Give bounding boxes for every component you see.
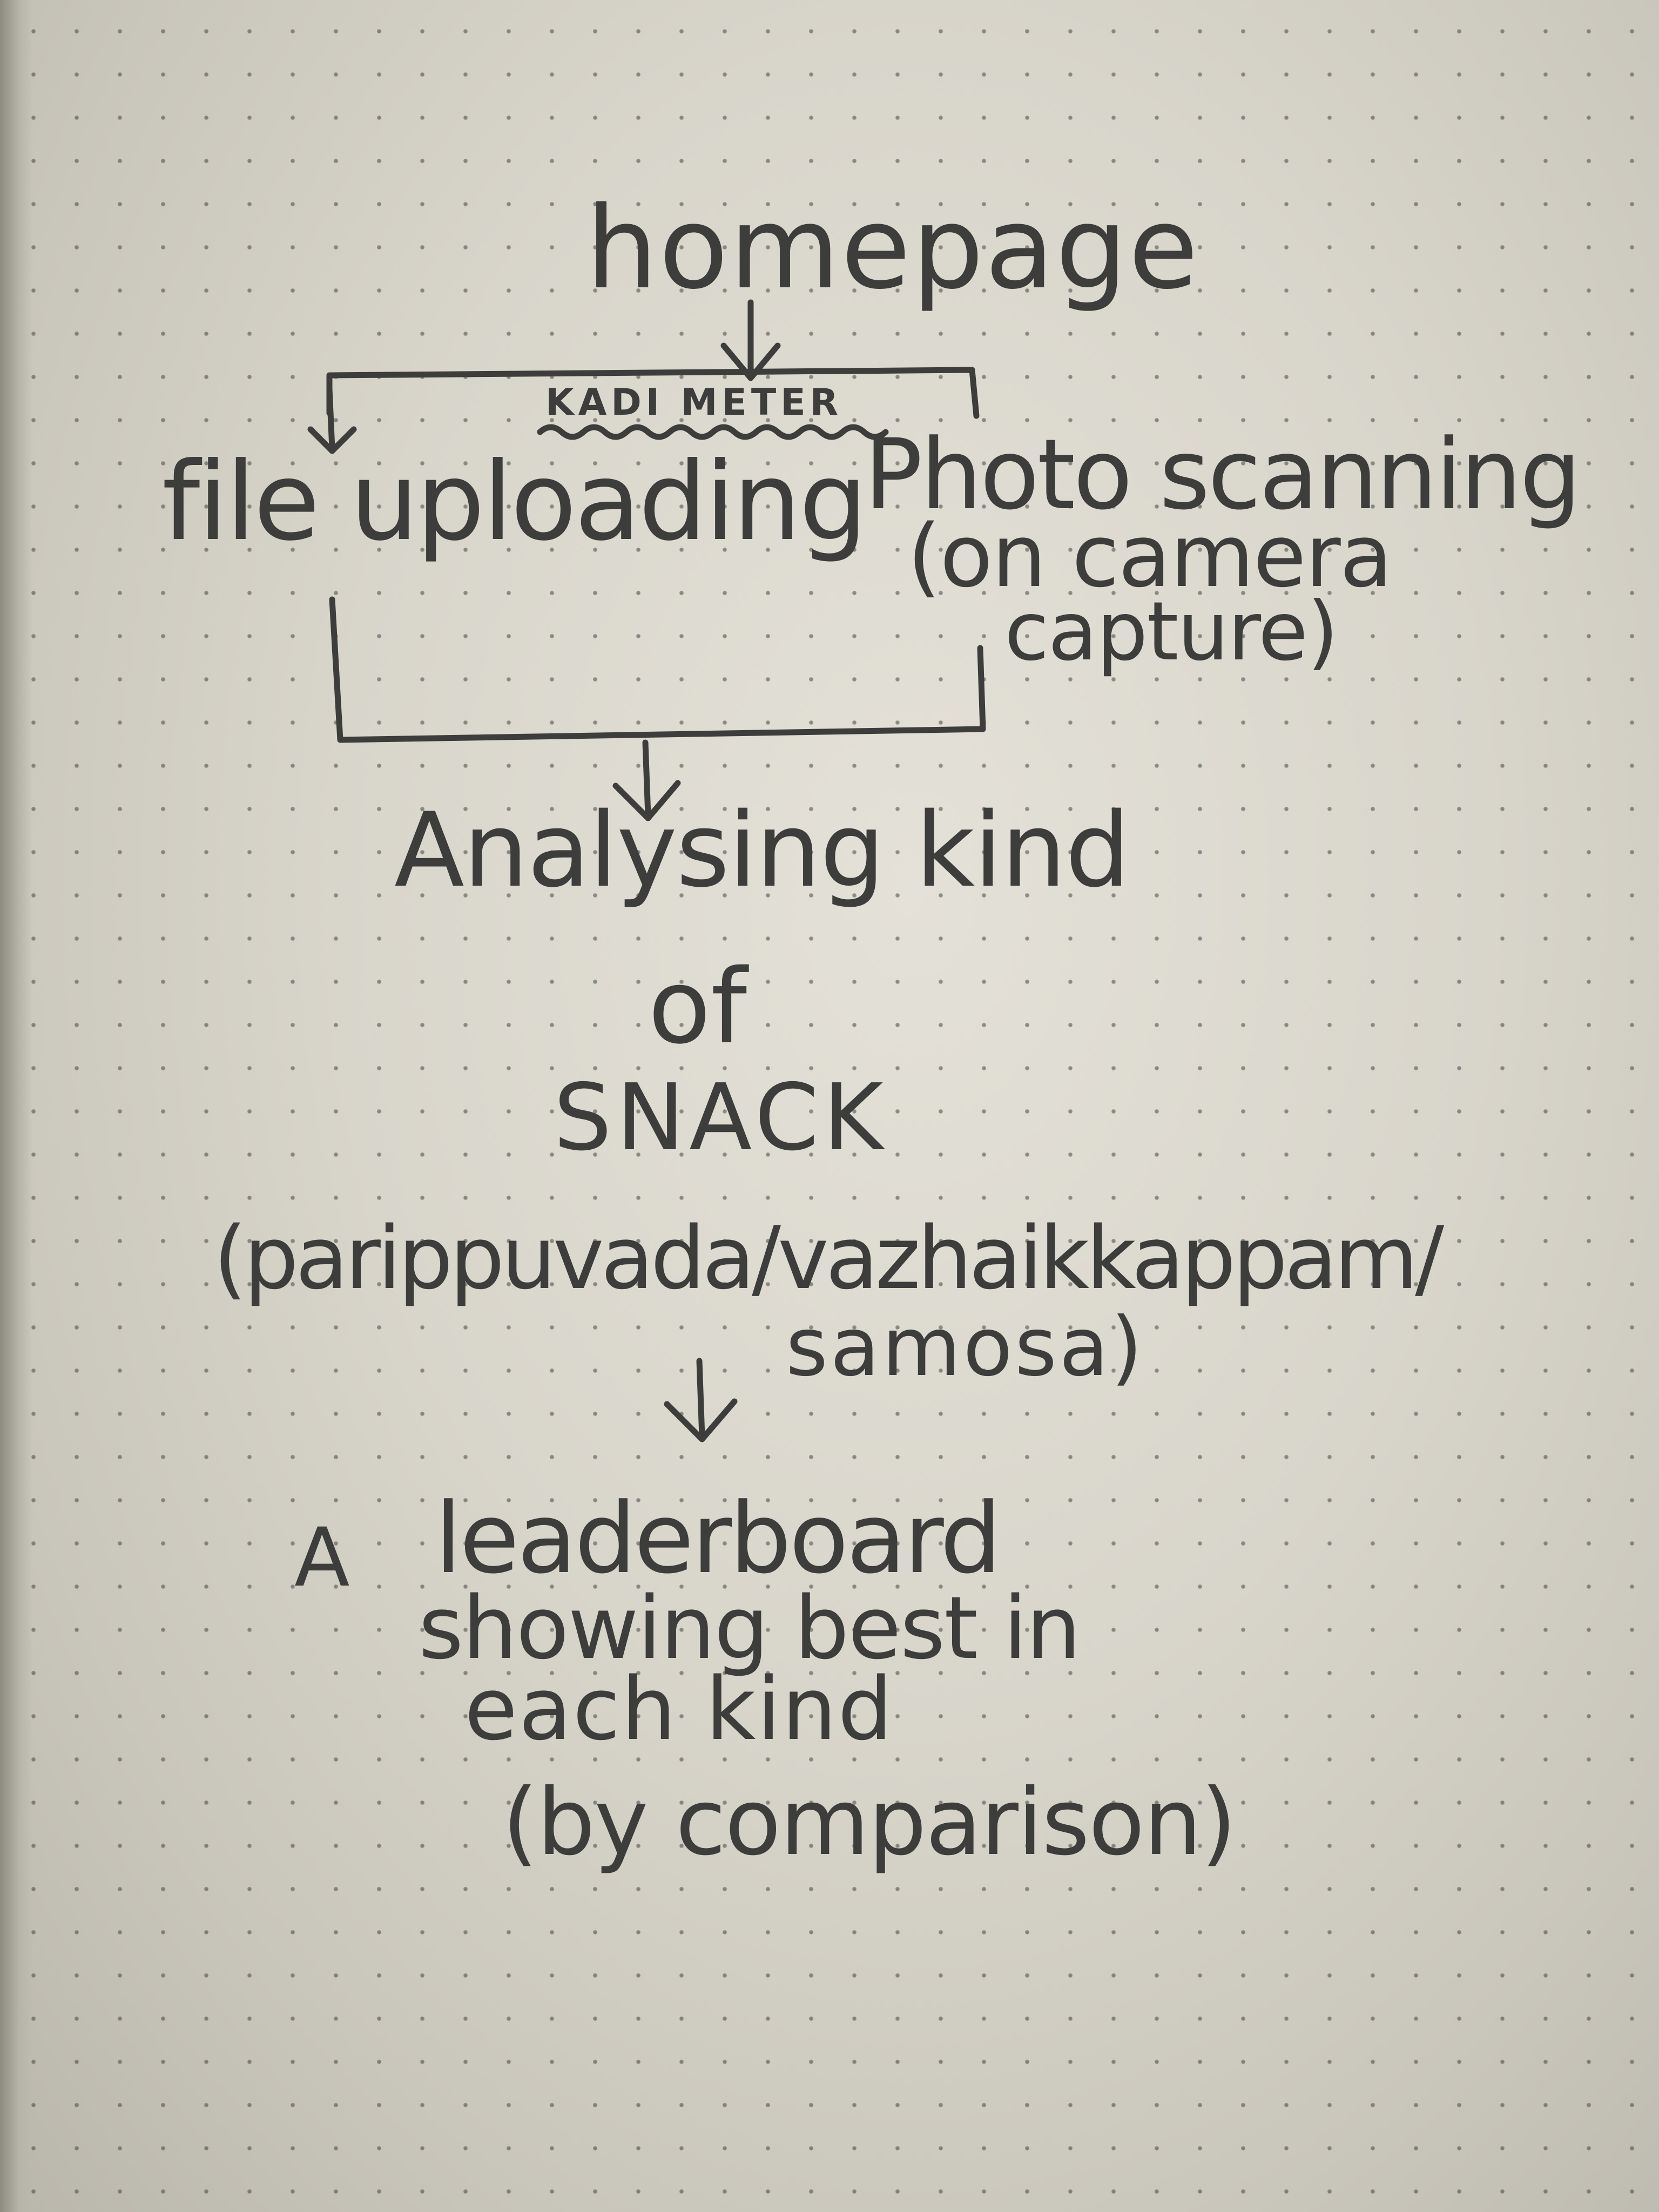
homepage-label: homepage — [586, 182, 1199, 314]
arrowhead-file-uploading — [307, 426, 357, 454]
bottom-bracket — [329, 596, 986, 743]
photo-scanning-label: Photo scanning — [864, 419, 1581, 531]
kadi-meter-label: KADI METER — [545, 381, 843, 424]
file-uploading-label: file uploading — [162, 439, 868, 565]
by-comparison-label: (by comparison) — [502, 1769, 1237, 1876]
arrow-to-file-uploading — [326, 386, 335, 451]
capture-label: capture) — [1004, 585, 1339, 679]
each-kind-label: each kind — [464, 1658, 894, 1759]
samosa-label: samosa) — [786, 1300, 1145, 1394]
arrow-to-leaderboard — [696, 1358, 705, 1440]
snack-label: SNACK — [554, 1064, 888, 1171]
snack-options-label: (parippuvada/vazhaikkappam/ — [213, 1208, 1444, 1309]
on-camera-label: (on camera — [907, 505, 1393, 606]
leaderboard-label: leaderboard — [435, 1482, 1002, 1595]
arrowhead-leaderboard — [664, 1398, 738, 1442]
arrow-to-analysing — [642, 739, 651, 819]
showing-best-in-label: showing best in — [419, 1577, 1081, 1678]
kadi-meter-squiggle — [537, 424, 889, 440]
arrowhead-analysing — [612, 780, 681, 821]
arrowhead-homepage — [720, 342, 781, 381]
of-label: of — [648, 947, 747, 1067]
leaderboard-a-label: A — [294, 1511, 350, 1605]
analysing-kind-label: Analysing kind — [394, 791, 1130, 910]
